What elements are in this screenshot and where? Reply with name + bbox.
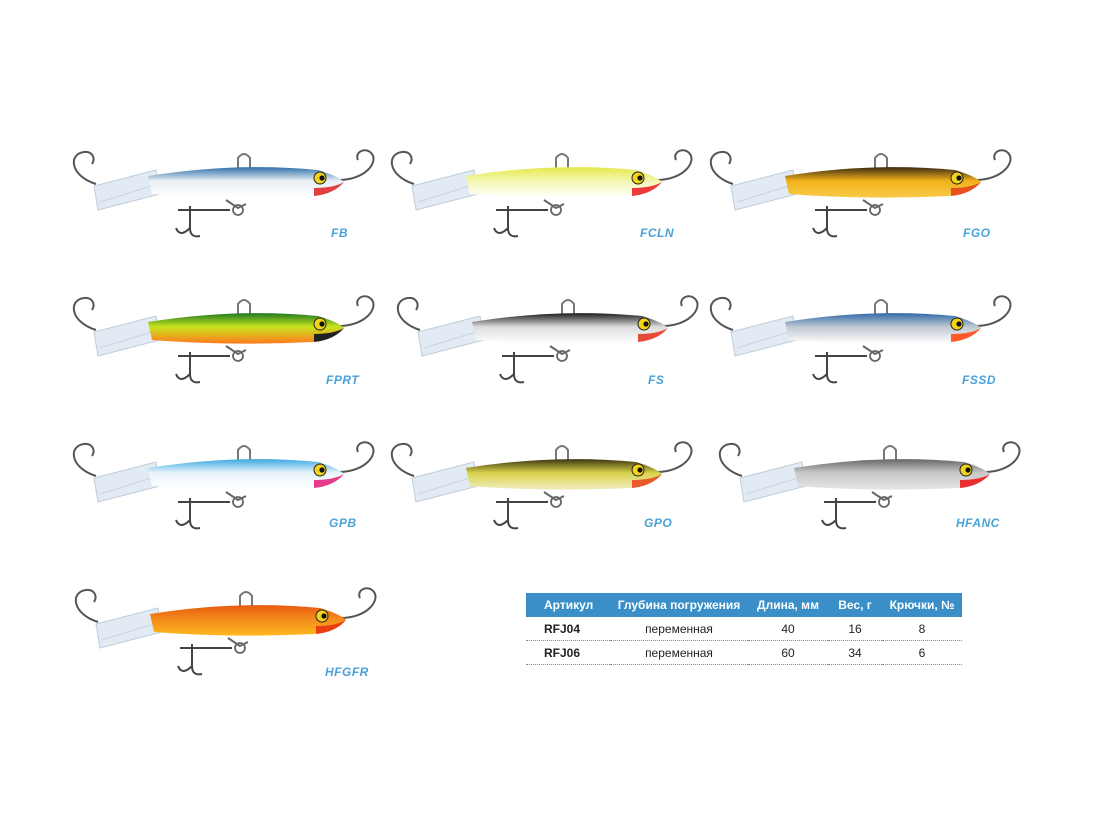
lure-image (72, 441, 375, 530)
lure-code: GPB (329, 516, 357, 530)
lure-code: FCLN (640, 226, 674, 240)
cell-depth: переменная (610, 640, 748, 665)
table-row: RFJ04 переменная 40 16 8 (526, 617, 962, 641)
lure-image (72, 149, 375, 238)
lure-code: HFGFR (325, 665, 369, 679)
lure-fgo (703, 148, 1023, 248)
lure-fcln (384, 148, 704, 248)
lure-code: FB (331, 226, 348, 240)
lure-code: FSSD (962, 373, 997, 387)
cell-weight: 16 (828, 617, 882, 641)
lure-fb (66, 148, 386, 248)
header-depth: Глубина погружения (610, 593, 748, 617)
header-article: Артикул (526, 593, 610, 617)
lure-code: FPRT (326, 373, 360, 387)
lure-fssd (703, 294, 1023, 394)
lure-gpo (384, 440, 704, 540)
cell-length: 40 (748, 617, 828, 641)
cell-length: 60 (748, 640, 828, 665)
cell-article: RFJ04 (526, 617, 610, 641)
lure-image (396, 295, 699, 384)
cell-weight: 34 (828, 640, 882, 665)
lure-hfgfr (68, 586, 388, 686)
table-row: RFJ06 переменная 60 34 6 (526, 640, 962, 665)
cell-hooks: 8 (882, 617, 962, 641)
lure-gpb (66, 440, 386, 540)
lure-fs (390, 294, 710, 394)
lure-image (72, 295, 375, 384)
lure-image (390, 149, 693, 238)
lure-image (74, 587, 377, 676)
lure-image (709, 149, 1012, 238)
lure-hfanc (712, 440, 1032, 540)
lure-image (390, 441, 693, 530)
lure-image (709, 295, 1012, 384)
header-hooks: Крючки, № (882, 593, 962, 617)
header-weight: Вес, г (828, 593, 882, 617)
spec-header-row: Артикул Глубина погружения Длина, мм Вес… (526, 593, 962, 617)
cell-article: RFJ06 (526, 640, 610, 665)
lure-code: FS (648, 373, 665, 387)
header-length: Длина, мм (748, 593, 828, 617)
lure-code: FGO (963, 226, 991, 240)
lure-fprt (66, 294, 386, 394)
lure-code: GPO (644, 516, 673, 530)
cell-hooks: 6 (882, 640, 962, 665)
lure-image (718, 441, 1021, 530)
cell-depth: переменная (610, 617, 748, 641)
lure-code: HFANC (956, 516, 1000, 530)
spec-table: Артикул Глубина погружения Длина, мм Вес… (526, 593, 962, 665)
